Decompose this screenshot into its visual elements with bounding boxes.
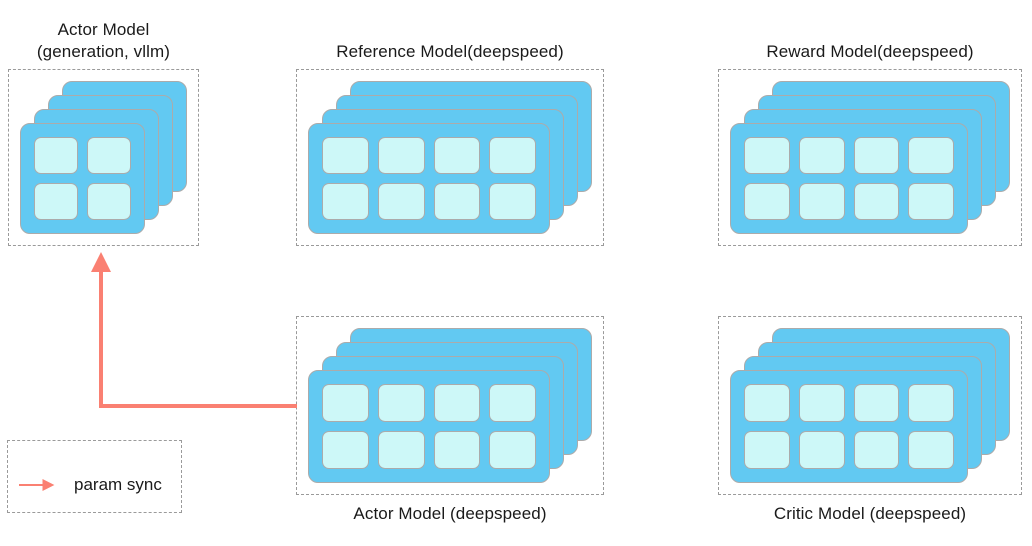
device-cell bbox=[377, 183, 425, 220]
device-cell bbox=[433, 183, 481, 220]
device-cell bbox=[87, 183, 131, 220]
device-cell bbox=[433, 431, 481, 469]
device-cell bbox=[744, 137, 790, 174]
device-cell bbox=[744, 384, 790, 422]
device-cell bbox=[853, 183, 900, 220]
device-cell bbox=[433, 137, 481, 174]
device-cell bbox=[798, 384, 845, 422]
group-title-actor-deepspeed: Actor Model (deepspeed) bbox=[353, 504, 547, 523]
device-cell bbox=[489, 431, 536, 469]
device-cell bbox=[433, 384, 481, 422]
legend-label-param-sync: param sync bbox=[74, 475, 162, 494]
device-cell bbox=[489, 384, 536, 422]
model-group-actor-vllm bbox=[8, 69, 199, 246]
model-group-reward-model bbox=[718, 69, 1022, 246]
legend-item-param-sync: param sync bbox=[8, 475, 181, 495]
device-cell bbox=[322, 431, 369, 469]
group-title-reward-model: Reward Model(deepspeed) bbox=[766, 42, 974, 61]
group-title-critic-model: Critic Model (deepspeed) bbox=[773, 504, 967, 523]
device-cell bbox=[489, 183, 536, 220]
arrow-right-icon bbox=[19, 479, 55, 491]
device-grid-reward-model bbox=[744, 137, 954, 220]
device-grid-critic-model bbox=[744, 384, 954, 469]
device-cell bbox=[377, 137, 425, 174]
device-grid-reference-model bbox=[322, 137, 536, 220]
device-cell bbox=[908, 183, 954, 220]
device-cell bbox=[798, 137, 845, 174]
device-cell bbox=[34, 137, 78, 174]
model-group-critic-model bbox=[718, 316, 1022, 495]
device-cell bbox=[853, 384, 900, 422]
device-cell bbox=[322, 137, 369, 174]
device-cell bbox=[744, 431, 790, 469]
device-grid-actor-deepspeed bbox=[322, 384, 536, 469]
device-cell bbox=[744, 183, 790, 220]
device-cell bbox=[853, 137, 900, 174]
device-cell bbox=[908, 137, 954, 174]
legend-box: param sync bbox=[7, 440, 182, 513]
model-group-reference-model bbox=[296, 69, 604, 246]
device-cell bbox=[908, 384, 954, 422]
device-cell bbox=[798, 183, 845, 220]
group-title-actor-vllm: Actor Model (generation, vllm) bbox=[36, 20, 171, 61]
device-cell bbox=[489, 137, 536, 174]
device-cell bbox=[322, 183, 369, 220]
group-title-reference-model: Reference Model(deepspeed) bbox=[336, 42, 564, 61]
device-cell bbox=[908, 431, 954, 469]
device-cell bbox=[34, 183, 78, 220]
device-cell bbox=[377, 431, 425, 469]
device-cell bbox=[87, 137, 131, 174]
device-cell bbox=[377, 384, 425, 422]
device-cell bbox=[798, 431, 845, 469]
device-cell bbox=[322, 384, 369, 422]
device-cell bbox=[853, 431, 900, 469]
device-grid-actor-vllm bbox=[34, 137, 131, 220]
